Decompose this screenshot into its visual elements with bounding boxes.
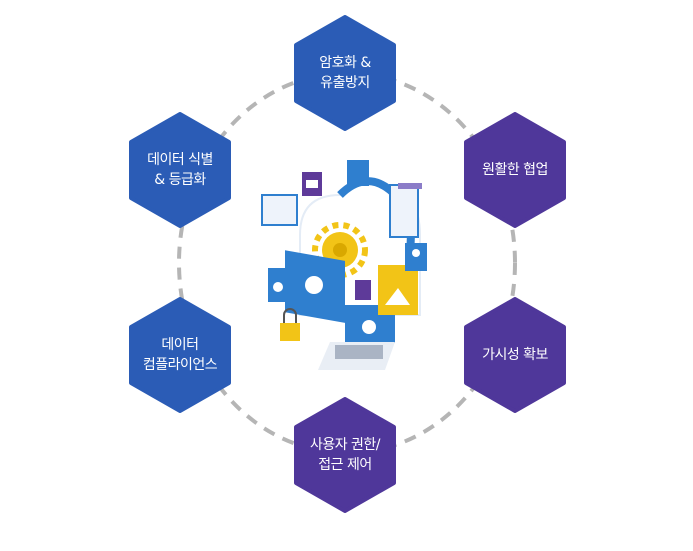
lock-icon — [280, 308, 300, 341]
node-compliance: 데이터 컴플라이언스 — [128, 297, 232, 413]
central-illustration — [261, 160, 427, 370]
node-classification: 데이터 식별 & 등급화 — [128, 112, 232, 228]
node-label: 데이터 식별 & 등급화 — [147, 152, 213, 188]
music-icon — [355, 280, 371, 300]
node-access-control: 사용자 권한/ 접근 제어 — [293, 397, 397, 513]
node-label: 원활한 협업 — [482, 162, 548, 178]
node-label: 가시성 확보 — [482, 347, 548, 363]
node-visibility: 가시성 확보 — [463, 297, 567, 413]
node-label: 사용자 권한/ 접근 제어 — [309, 437, 381, 473]
chat-icon — [347, 160, 369, 186]
video-window-icon — [261, 194, 298, 226]
document-icon — [389, 184, 419, 238]
node-label: 데이터 컴플라이언스 — [142, 337, 218, 373]
node-label: 암호화 & 유출방지 — [319, 55, 371, 91]
node-encryption: 암호화 & 유출방지 — [293, 15, 397, 131]
node-collaboration: 원활한 협업 — [463, 112, 567, 228]
